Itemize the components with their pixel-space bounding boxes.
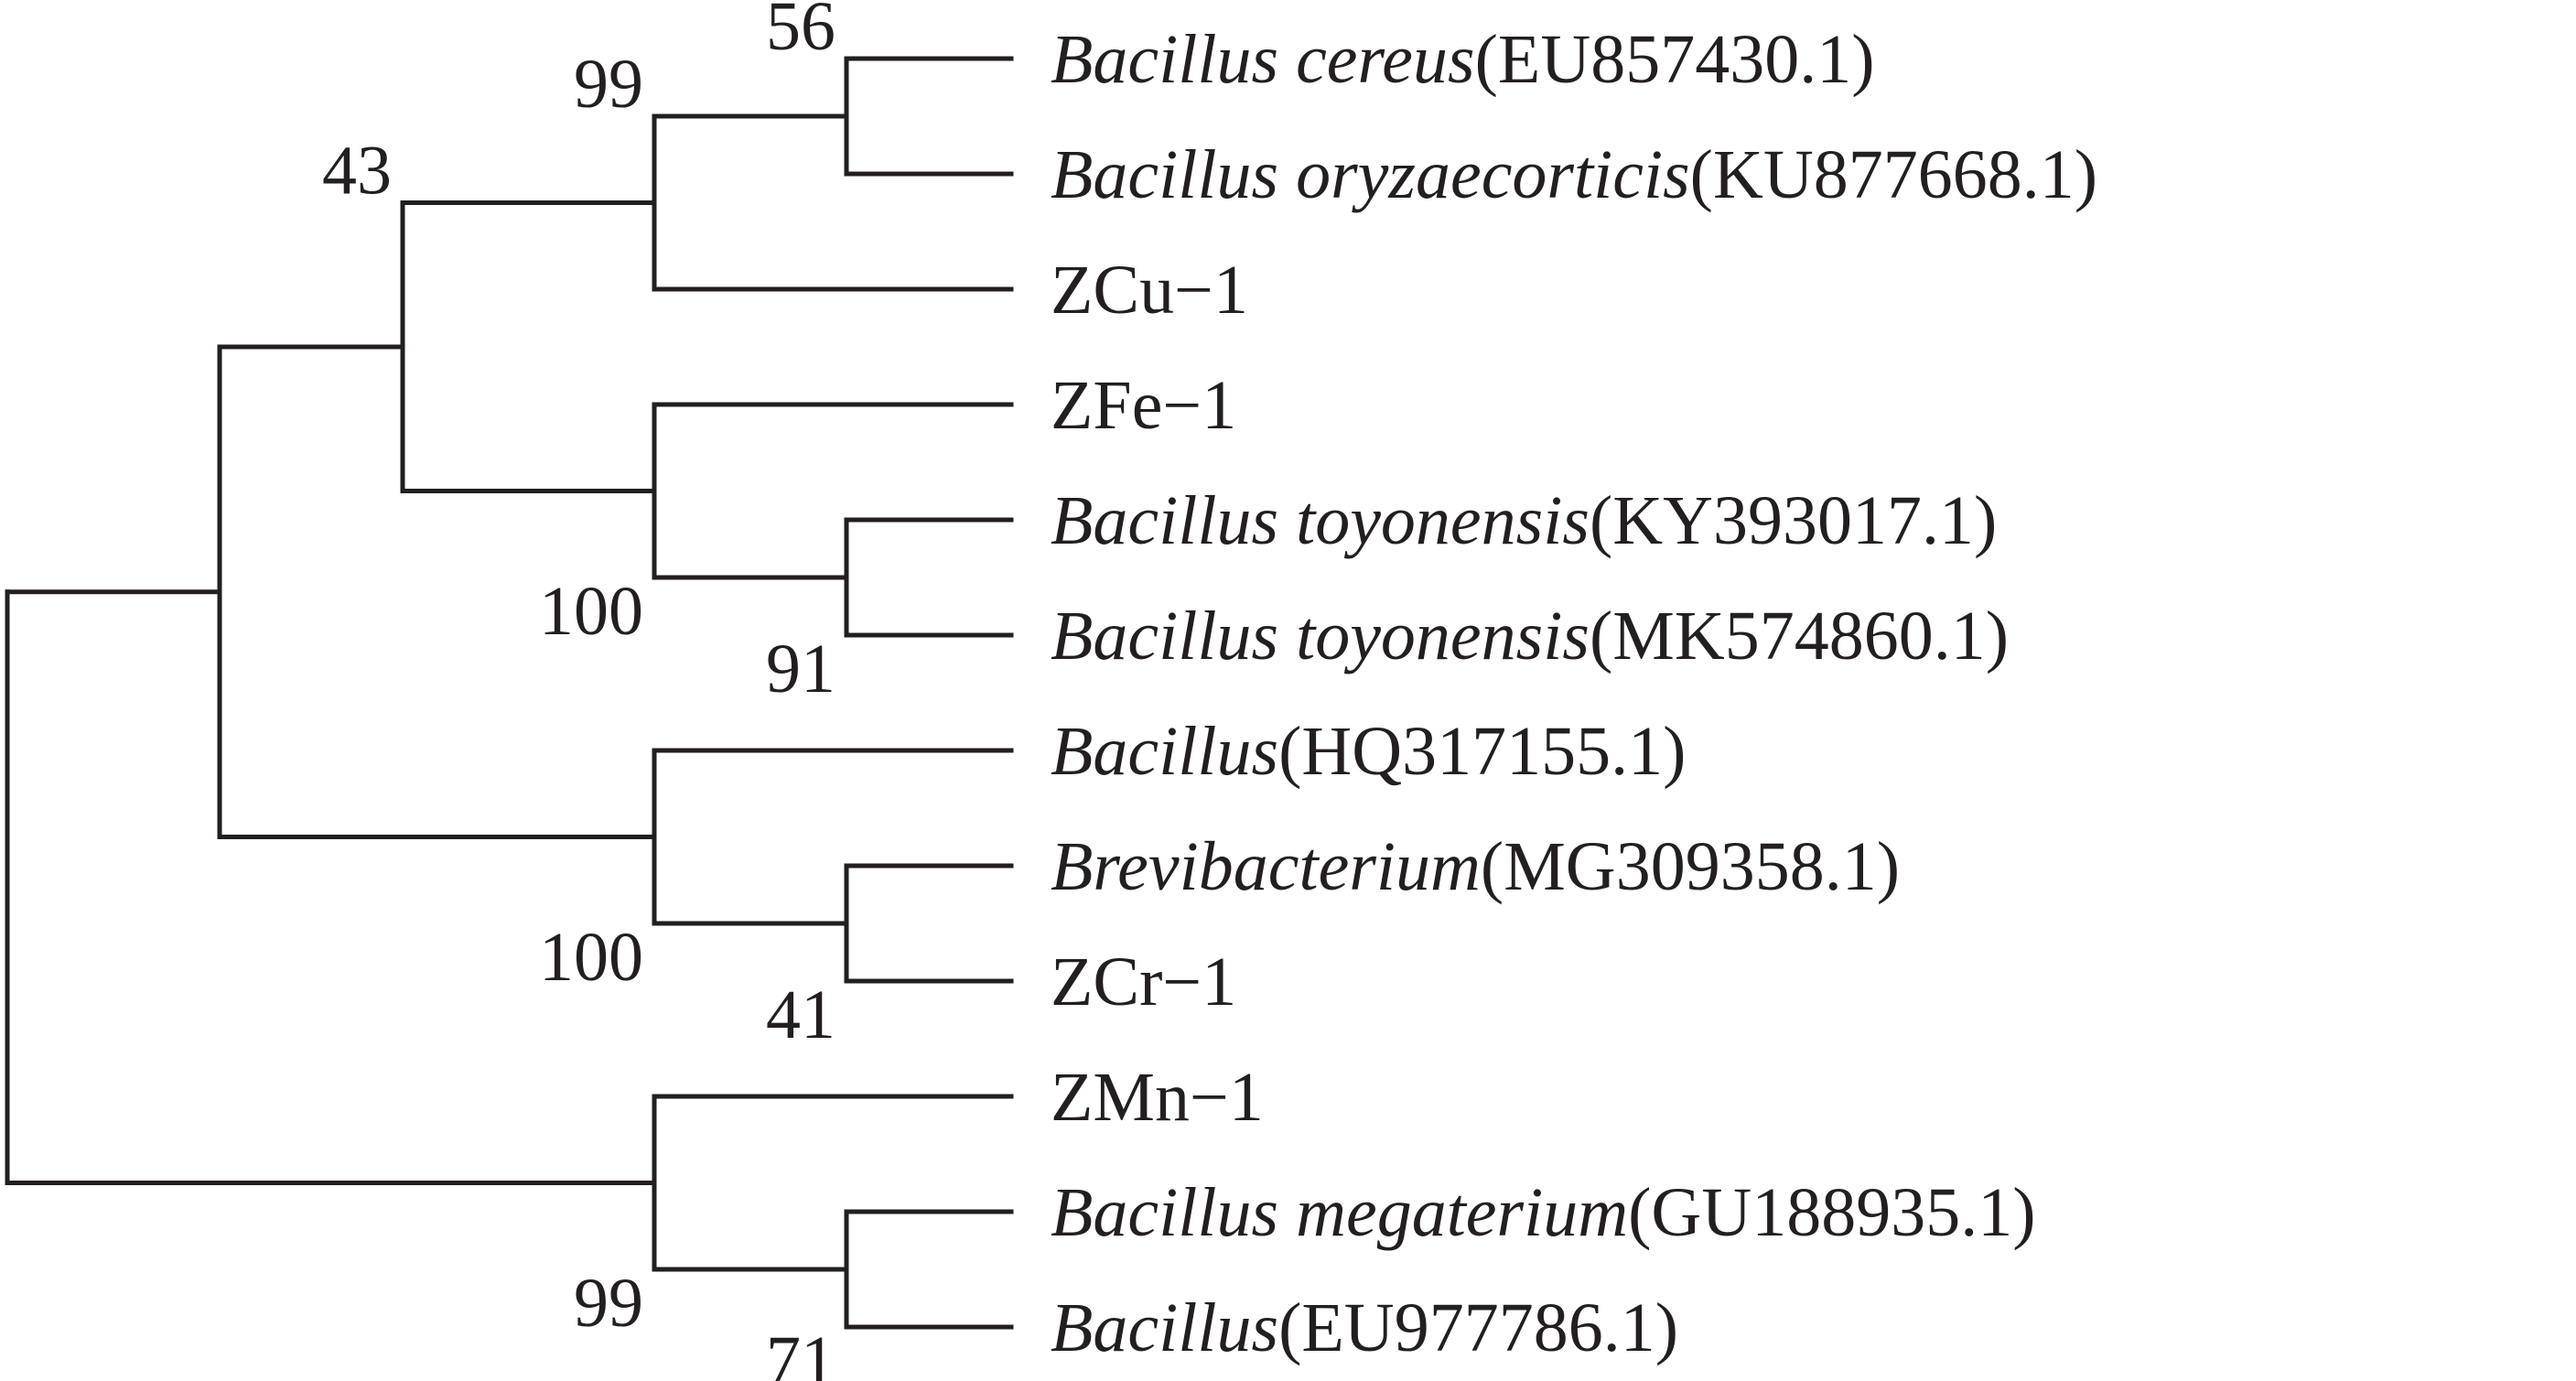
taxon-label-t12: Bacillus(EU977786.1) <box>1051 1289 1678 1366</box>
taxon-name: Bacillus toyonensis <box>1051 598 1590 674</box>
taxon-label-t11: Bacillus megaterium(GU188935.1) <box>1051 1174 2036 1251</box>
isolate-name: ZFe−1 <box>1051 367 1236 444</box>
support-value-c91: 91 <box>766 631 835 707</box>
accession-number: (KU877668.1) <box>1690 136 2097 213</box>
support-value-c99b: 99 <box>574 1265 643 1342</box>
taxon-label-t3: ZCu−1 <box>1051 252 1248 329</box>
accession-number: (GU188935.1) <box>1628 1174 2035 1251</box>
support-value-c43: 43 <box>322 133 392 210</box>
taxon-label-t10: ZMn−1 <box>1051 1059 1264 1136</box>
support-value-c56: 56 <box>766 0 835 65</box>
isolate-name: ZMn−1 <box>1051 1059 1264 1136</box>
taxon-name: Bacillus <box>1051 1289 1278 1366</box>
accession-number: (HQ317155.1) <box>1278 713 1686 790</box>
taxon-label-t9: ZCr−1 <box>1051 944 1236 1020</box>
taxon-name: Bacillus toyonensis <box>1051 482 1590 559</box>
isolate-name: ZCr−1 <box>1051 944 1236 1020</box>
bootstrap-support-labels: 56 99 91 100 43 41 100 71 99 <box>322 0 835 1381</box>
support-value-c100a: 100 <box>539 573 643 650</box>
support-value-c41: 41 <box>766 976 835 1053</box>
support-value-c71: 71 <box>766 1322 835 1381</box>
taxon-name: Bacillus megaterium <box>1051 1174 1628 1251</box>
support-value-c100b: 100 <box>539 919 643 996</box>
taxon-labels: Bacillus cereus(EU857430.1) Bacillus oryz… <box>1051 21 2097 1366</box>
taxon-name: Bacillus <box>1051 713 1278 790</box>
accession-number: (MK574860.1) <box>1590 598 2009 674</box>
accession-number: (EU977786.1) <box>1278 1289 1678 1366</box>
tree-branches <box>5 56 1014 1330</box>
isolate-name: ZCu−1 <box>1051 252 1248 329</box>
accession-number: (KY393017.1) <box>1590 482 1997 559</box>
taxon-label-t2: Bacillus oryzaecorticis(KU877668.1) <box>1051 136 2097 213</box>
accession-number: (EU857430.1) <box>1475 21 1875 98</box>
accession-number: (MG309358.1) <box>1481 828 1900 905</box>
taxon-label-t7: Bacillus(HQ317155.1) <box>1051 713 1686 790</box>
taxon-label-t8: Brevibacterium(MG309358.1) <box>1051 828 1900 905</box>
taxon-label-t5: Bacillus toyonensis(KY393017.1) <box>1051 482 1997 559</box>
taxon-name: Bacillus oryzaecorticis <box>1051 136 1690 213</box>
taxon-name: Brevibacterium <box>1051 828 1481 905</box>
taxon-label-t6: Bacillus toyonensis(MK574860.1) <box>1051 598 2009 674</box>
taxon-name: Bacillus cereus <box>1051 21 1475 98</box>
taxon-label-t4: ZFe−1 <box>1051 367 1236 444</box>
support-value-c99a: 99 <box>574 46 643 123</box>
taxon-label-t1: Bacillus cereus(EU857430.1) <box>1051 21 1875 98</box>
